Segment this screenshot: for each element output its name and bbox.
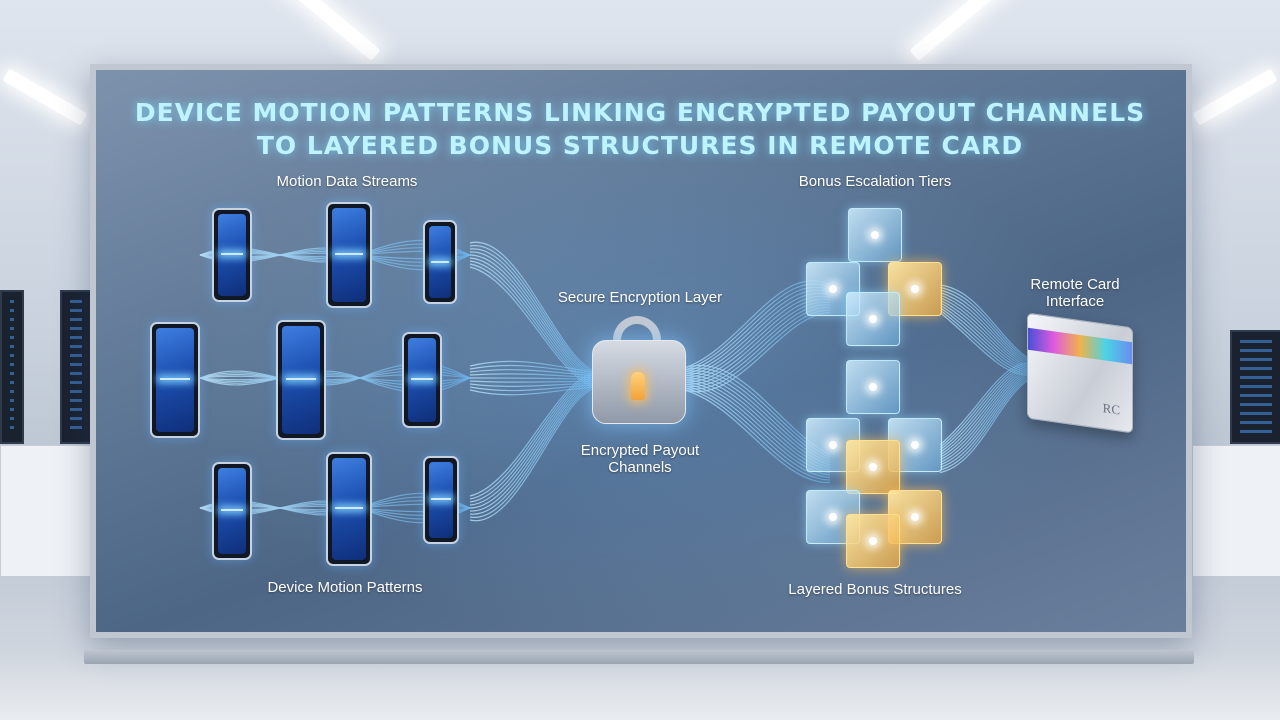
stream-line <box>469 254 601 381</box>
bonus-structure-cube <box>846 360 900 414</box>
smartphone <box>212 208 252 302</box>
server-rack-left <box>0 290 24 444</box>
encryption-layer-label: Secure Encryption Layer <box>557 289 723 306</box>
layered-bonus-label: Layered Bonus Structures <box>788 581 962 598</box>
bonus-tiers-label: Bonus Escalation Tiers <box>798 173 952 190</box>
stream-line <box>939 294 1031 366</box>
stream-line <box>469 364 601 376</box>
stream-line <box>939 296 1031 368</box>
stream-line <box>469 379 601 509</box>
bonus-structure-cube <box>846 440 900 494</box>
stream-line <box>939 289 1031 363</box>
bonus-tier-cube <box>848 208 902 262</box>
smartphone <box>423 220 457 304</box>
office-desk-right <box>1192 445 1280 577</box>
stream-line <box>469 245 601 376</box>
stream-line <box>469 384 601 518</box>
payout-channels-label: Encrypted Payout Channels <box>550 442 730 476</box>
title-line-2: TO LAYERED BONUS STRUCTURES IN REMOTE CA… <box>256 131 1024 160</box>
bonus-tier-cube <box>846 292 900 346</box>
stream-line <box>939 371 1031 461</box>
smartphone <box>212 462 252 560</box>
stream-line <box>469 373 601 500</box>
stream-line <box>939 301 1031 371</box>
remote-card-line-2: Interface <box>1045 293 1105 310</box>
remote-card-label: Remote Card Interface <box>1010 276 1140 310</box>
remote-card-line-1: Remote Card <box>1030 276 1120 293</box>
stream-line <box>939 378 1031 474</box>
stream-line <box>939 299 1031 369</box>
stream-line <box>683 387 831 481</box>
stream-line <box>469 377 601 506</box>
device-patterns-label: Device Motion Patterns <box>267 579 423 596</box>
stream-line <box>683 311 831 393</box>
hologram-strip <box>1028 327 1132 365</box>
stream-line <box>939 307 1031 374</box>
stream-line <box>939 284 1031 360</box>
stream-line <box>469 248 601 377</box>
stream-line <box>469 381 601 512</box>
stream-line <box>469 375 601 503</box>
keyhole-icon <box>631 372 645 400</box>
display-stand <box>84 650 1194 664</box>
stream-line <box>469 360 601 374</box>
stream-line <box>939 312 1031 377</box>
stream-line <box>683 389 831 484</box>
stream-line <box>939 372 1031 464</box>
payout-channels-line-1: Encrypted Payout <box>580 442 700 459</box>
stream-line <box>939 291 1031 365</box>
motion-streams-label: Motion Data Streams <box>276 173 418 190</box>
stream-line <box>469 251 601 379</box>
title-line-1: DEVICE MOTION PATTERNS LINKING ENCRYPTED… <box>134 98 1146 127</box>
stream-line <box>469 241 601 374</box>
stream-line <box>939 304 1031 372</box>
server-rack-left <box>60 290 92 444</box>
bonus-structure-cube <box>846 514 900 568</box>
stream-line <box>939 374 1031 466</box>
stream-line <box>469 266 601 388</box>
stream-line <box>683 385 831 479</box>
card-logo: RC <box>1102 400 1120 418</box>
stream-line <box>469 386 601 522</box>
smartphone <box>150 322 200 438</box>
stream-line <box>939 377 1031 471</box>
stream-line <box>469 382 601 515</box>
smartphone <box>423 456 459 544</box>
stream-line <box>469 372 601 497</box>
smartphone <box>326 452 372 566</box>
stream-line <box>939 309 1031 375</box>
stream-line <box>939 375 1031 469</box>
office-desk-left <box>0 445 92 577</box>
padlock-shackle <box>613 316 661 360</box>
smartphone <box>326 202 372 308</box>
payout-channels-line-2: Channels <box>608 459 672 476</box>
server-rack-right <box>1230 330 1280 444</box>
stream-line <box>939 286 1031 362</box>
smartphone <box>276 320 326 440</box>
page-title: DEVICE MOTION PATTERNS LINKING ENCRYPTED… <box>0 98 1280 160</box>
smartphone <box>402 332 442 428</box>
remote-card: RC <box>1027 312 1133 434</box>
